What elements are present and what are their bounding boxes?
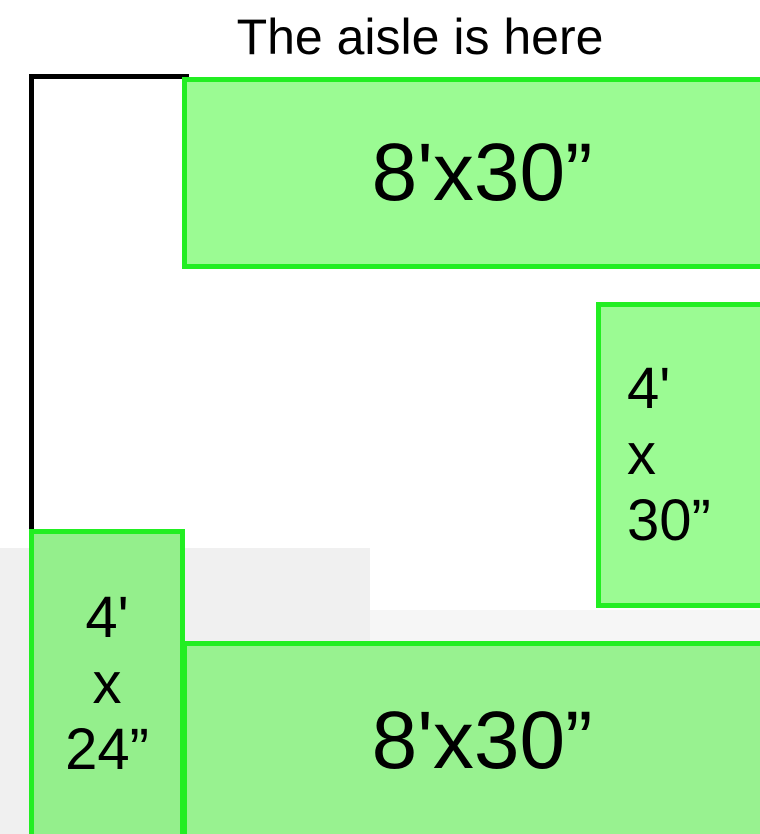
table-right: 4' x 30” xyxy=(596,302,760,608)
table-left-times: x xyxy=(92,651,122,716)
table-left-length: 4' xyxy=(85,585,129,650)
table-left: 4' x 24” xyxy=(29,529,185,834)
table-bottom-label: 8'x30” xyxy=(371,695,593,786)
table-top-label: 8'x30” xyxy=(371,127,593,218)
table-top: 8'x30” xyxy=(182,77,760,269)
table-right-times: x xyxy=(627,422,656,487)
room-wall xyxy=(29,74,189,834)
aisle-caption: The aisle is here xyxy=(236,9,604,65)
table-bottom: 8'x30” xyxy=(182,641,760,834)
table-right-length: 4' xyxy=(627,356,671,421)
table-right-width: 30” xyxy=(627,488,711,553)
table-left-width: 24” xyxy=(65,717,149,782)
